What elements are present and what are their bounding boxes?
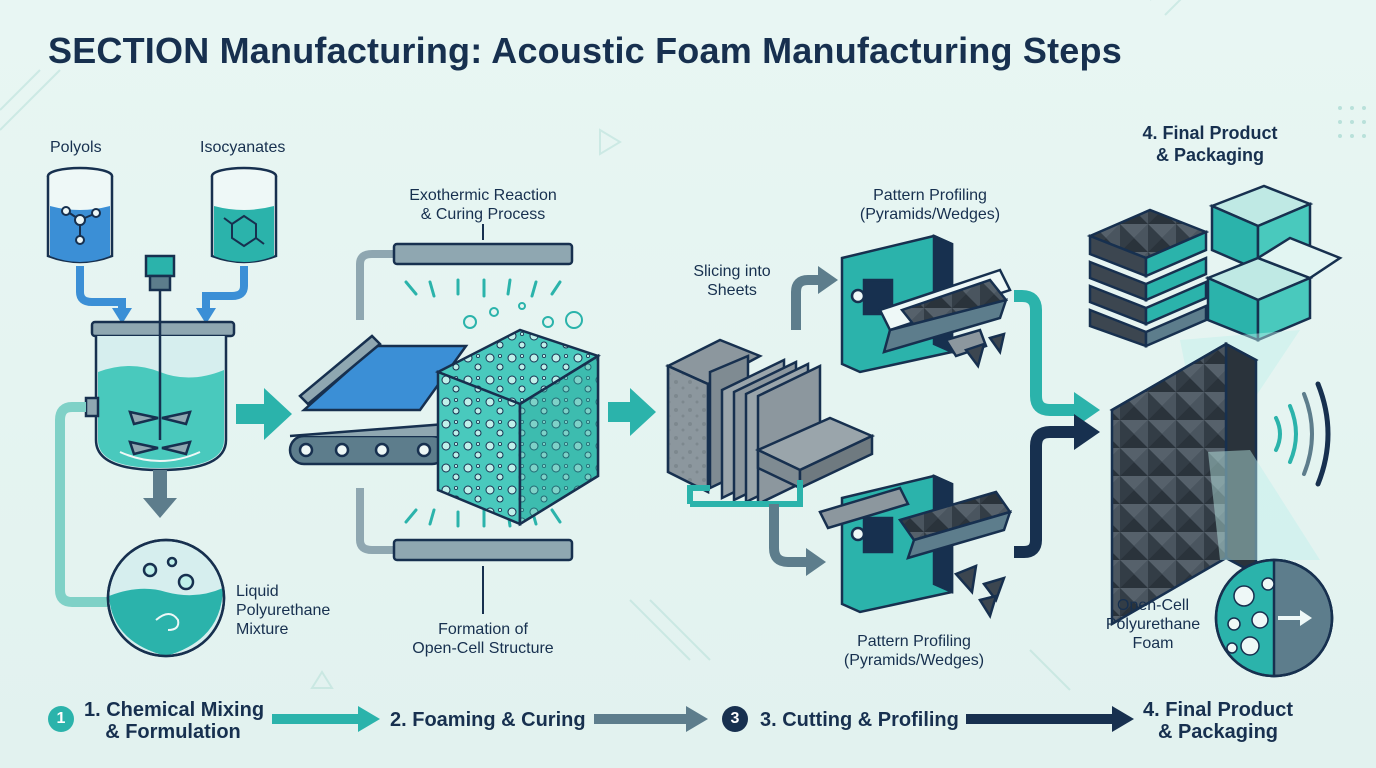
feed-arrow-right bbox=[202, 266, 248, 310]
step-1-label: 1. Chemical Mixing& Formulation bbox=[84, 699, 265, 743]
isocyanates-tank bbox=[210, 166, 278, 264]
label-final-product-top: 4. Final Product& Packaging bbox=[1142, 123, 1278, 165]
acoustic-panel bbox=[1109, 341, 1259, 627]
step-4-label: 4. Final Product& Packaging bbox=[1142, 699, 1294, 743]
branch-arrow-up bbox=[791, 275, 820, 330]
sound-wave-icon bbox=[1274, 381, 1331, 487]
step-bar-arrows bbox=[272, 706, 1134, 732]
arrow-top-to-product bbox=[1014, 290, 1076, 416]
heater-top bbox=[356, 242, 574, 320]
label-pattern-profiling-bottom: Pattern Profiling(Pyramids/Wedges) bbox=[843, 633, 985, 669]
label-isocyanates: Isocyanates bbox=[200, 139, 286, 156]
profiling-machine-bottom bbox=[818, 474, 1013, 620]
foaming-conveyor bbox=[288, 334, 469, 466]
step-2-label: 2. Foaming & Curing bbox=[390, 709, 586, 731]
step-1-badge: 1 bbox=[48, 706, 74, 732]
mixing-reactor bbox=[84, 254, 236, 472]
dot-grid-decoration bbox=[1338, 106, 1366, 138]
rising-bubbles bbox=[463, 302, 583, 329]
background-decoration bbox=[0, 0, 1182, 691]
branch-arrow-down bbox=[769, 504, 808, 567]
magnifier-beam bbox=[1208, 450, 1320, 560]
recirculation-pipe bbox=[55, 402, 118, 607]
heater-bottom bbox=[356, 488, 574, 562]
polyols-tank bbox=[46, 166, 114, 264]
step-3-label: 3. Cutting & Profiling bbox=[760, 709, 959, 731]
page-title: SECTION Manufacturing: Acoustic Foam Man… bbox=[48, 30, 1122, 71]
open-cell-foam-magnifier bbox=[1214, 558, 1334, 678]
label-exothermic-reaction: Exothermic Reaction& Curing Process bbox=[409, 187, 557, 223]
arrow-bottom-to-product bbox=[1014, 426, 1076, 558]
liquid-mixture-magnifier bbox=[106, 538, 226, 658]
step-3-badge: 3 bbox=[722, 706, 748, 732]
profiling-machine-top bbox=[840, 234, 1012, 374]
stacked-foam-panels bbox=[1086, 208, 1210, 348]
down-arrow bbox=[143, 498, 177, 518]
packaging-boxes bbox=[1204, 184, 1343, 342]
flow-arrow-1-2 bbox=[236, 388, 292, 440]
slicing-block bbox=[665, 338, 876, 506]
flow-arrow-2-3 bbox=[608, 388, 656, 436]
slicer-frame bbox=[687, 480, 803, 507]
foam-block bbox=[434, 328, 601, 527]
feed-arrow-left bbox=[76, 266, 126, 310]
label-pattern-profiling-top: Pattern Profiling(Pyramids/Wedges) bbox=[859, 187, 1001, 223]
heat-rays-top bbox=[404, 278, 562, 298]
label-polyols: Polyols bbox=[50, 139, 102, 156]
